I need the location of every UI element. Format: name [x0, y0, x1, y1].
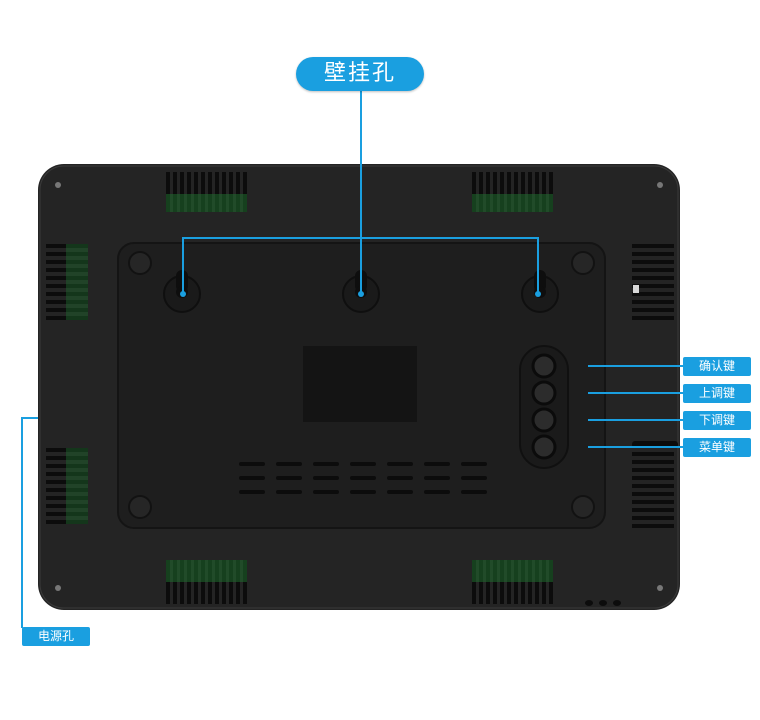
left-vent-lower	[46, 448, 88, 524]
confirm-key-label: 确认键	[683, 357, 751, 376]
panel-screw	[571, 495, 595, 519]
panel-screw	[128, 495, 152, 519]
bottom-vent-right	[472, 560, 553, 604]
inner-vent-grid	[239, 462, 487, 494]
bottom-vent-left	[166, 560, 247, 604]
button-housing	[519, 345, 569, 469]
side-switch	[633, 285, 639, 293]
top-vent-left	[166, 172, 247, 212]
corner-screw	[657, 585, 663, 591]
down-key-label: 下调键	[683, 411, 751, 430]
label-recess	[303, 346, 417, 422]
power-hole-label: 电源孔	[22, 627, 90, 646]
corner-screw	[55, 182, 61, 188]
up-key-label: 上调键	[683, 384, 751, 403]
panel-screw	[571, 251, 595, 275]
callout-lines	[21, 90, 683, 628]
bottom-edge-holes	[585, 600, 621, 606]
panel-screw	[128, 251, 152, 275]
top-vent-right	[472, 172, 553, 212]
right-vent-lower	[632, 452, 674, 528]
menu-key-label: 菜单键	[683, 438, 751, 457]
right-vent-upper	[632, 244, 674, 320]
corner-screw	[55, 585, 61, 591]
corner-screw	[657, 182, 663, 188]
wall-hang-hole-label: 壁挂孔	[296, 57, 424, 91]
callout-dots	[180, 291, 541, 297]
left-vent-upper	[46, 244, 88, 320]
side-buttons	[531, 353, 557, 460]
